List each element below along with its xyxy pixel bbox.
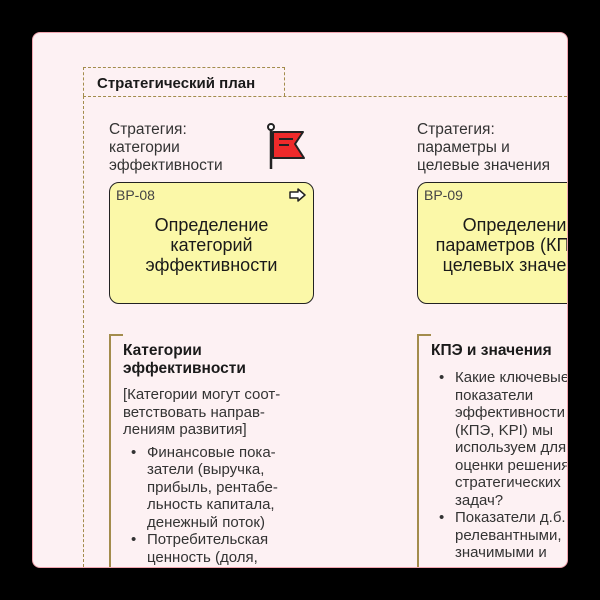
note-bullet-line: денежный поток) (147, 513, 265, 531)
note-text-line: ветствовать направ- (123, 403, 265, 421)
strategy-label-line: эффективности (109, 157, 223, 174)
strategic-plan-frame[interactable] (83, 96, 567, 567)
note-text-line: [Категории могут соот- (123, 386, 281, 403)
process-title-line: целевых значений (442, 255, 567, 275)
note-bullet-line: (КПЭ, KPI) мы (455, 421, 554, 439)
note-bullet-line: затели (выручка, (147, 461, 265, 478)
note-bullet-line: стратегических (455, 474, 561, 491)
note-bullets: Финансовые пока-затели (выручка,прибыль,… (131, 444, 286, 568)
strategy-label-line: целевые значения (417, 157, 551, 174)
process-id: BP-08 (116, 187, 155, 203)
strategy-label-line: параметры и (417, 139, 510, 156)
note-bullet-line: количественно (455, 562, 567, 568)
note-bullet-line: ценность (доля, (147, 548, 258, 566)
strategy-label-line: Стратегия: (109, 121, 187, 138)
note-title-line: Категории (123, 342, 202, 359)
note-bullets: Какие ключевыепоказателиэффективности(КП… (439, 369, 567, 567)
note-annotation[interactable]: КПЭ и значенияКакие ключевыепоказателиэф… (417, 334, 567, 567)
flag-icon (267, 123, 305, 169)
note-title-line: КПЭ и значения (431, 342, 552, 359)
arrow-right-icon (289, 188, 306, 202)
note-text: [Категории могут соот-ветствовать направ… (123, 386, 280, 439)
strategy-label-line: Стратегия: (417, 121, 495, 138)
note-bullet-line: эффективности (455, 404, 566, 421)
process-id: BP-09 (424, 187, 463, 203)
note-title: КПЭ и значения (431, 342, 552, 360)
note-bullet-line: Какие ключевые (455, 369, 567, 386)
note-bullet-line: льность капитала, (147, 496, 275, 513)
process-title-line: параметров (КПЭ) и (435, 235, 567, 255)
note-bullet-line: Финансовые пока- (147, 443, 276, 461)
note-bullet-line: Показатели д.б. (455, 509, 566, 526)
note-text-line: лениям развития] (123, 421, 247, 438)
note-bullet-line: задач? (455, 491, 504, 509)
note-bullet: Финансовые пока-затели (выручка,прибыль,… (131, 444, 286, 532)
note-bullet-line: релевантными, (455, 526, 562, 544)
note-bullet-line: удовлетворенность, (147, 566, 286, 567)
process-title-line: Определение (462, 215, 567, 235)
note-bullet-line: значимыми и (455, 544, 547, 561)
frame-title: Стратегический план (83, 67, 285, 96)
note-bullet-line: Потребительская (147, 531, 269, 548)
strategy-label-line: категории (109, 139, 180, 156)
note-bullet-line: показатели (455, 386, 534, 404)
note-bullet-line: прибыль, рентабе- (147, 478, 278, 496)
note-bullet-line: оценки решения (455, 456, 567, 474)
process-title-line: Определение (154, 215, 269, 235)
note-bullet-line: используем для (455, 439, 567, 456)
process-title-line: категорий (170, 235, 253, 255)
process-title-line: эффективности (145, 255, 278, 275)
note-bullet: Показатели д.б.релевантными,значимыми ик… (439, 509, 567, 567)
note-bullet: Какие ключевыепоказателиэффективности(КП… (439, 369, 567, 509)
note-title-line: эффективности (123, 360, 246, 377)
